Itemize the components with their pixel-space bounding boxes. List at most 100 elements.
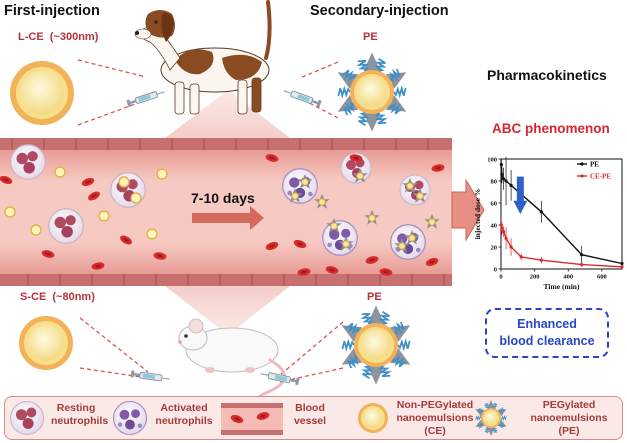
enhanced-line-2: blood clearance bbox=[499, 334, 595, 348]
data-point-CE-PE bbox=[620, 265, 624, 269]
plot-frame bbox=[500, 158, 623, 270]
legend-vessel-1: Blood bbox=[295, 402, 325, 414]
resting-neutrophil bbox=[10, 144, 46, 180]
non-pegylated-icon bbox=[358, 403, 388, 433]
data-point-PE bbox=[499, 162, 503, 167]
resting-neutrophil-icon bbox=[9, 400, 45, 436]
blood-vessel-icon bbox=[221, 403, 283, 435]
syringe-icon-2 bbox=[282, 86, 323, 108]
legend-nonpeg-2: nanoemulsions bbox=[396, 412, 474, 424]
pe-nanoemulsion-top bbox=[337, 52, 407, 132]
data-point-PE bbox=[500, 172, 504, 176]
non-pegylated-nanoemulsion bbox=[54, 166, 66, 178]
y-tick-label: 60 bbox=[491, 201, 498, 208]
pharmacokinetics-title: Pharmacokinetics bbox=[487, 67, 607, 83]
activated-neutrophil bbox=[282, 168, 318, 204]
data-point-PE bbox=[504, 179, 508, 183]
legend-marker bbox=[580, 162, 584, 166]
pe-bottom-label: PE bbox=[367, 291, 382, 303]
first-injection-heading: First-injection bbox=[4, 3, 100, 19]
legend-vessel-2: vessel bbox=[293, 415, 327, 427]
legend-box: Resting neutrophils Activated neutrophil… bbox=[4, 396, 623, 440]
pe-top-label: PE bbox=[363, 31, 378, 43]
non-pegylated-nanoemulsion bbox=[146, 228, 158, 240]
sce-nanoemulsion bbox=[19, 316, 73, 370]
connector-down bbox=[165, 286, 290, 335]
resting-neutrophil bbox=[110, 172, 146, 208]
data-point-CE-PE bbox=[504, 236, 508, 240]
activated-neutrophil bbox=[322, 220, 358, 256]
data-point-PE bbox=[620, 261, 624, 266]
sce-label: S-CE (~80nm) bbox=[20, 291, 95, 303]
legend-marker bbox=[580, 174, 584, 178]
data-point-CE-PE bbox=[509, 245, 513, 249]
non-pegylated-nanoemulsion bbox=[4, 206, 16, 218]
peg-corona bbox=[337, 52, 407, 132]
secondary-injection-heading: Secondary-injection bbox=[310, 3, 449, 19]
syringe-icon-1 bbox=[125, 87, 167, 108]
legend-icons bbox=[9, 400, 507, 436]
legend-nonpeg-3: (CE) bbox=[424, 425, 446, 437]
legend-label-CE-PE: CE-PE bbox=[590, 173, 611, 181]
y-tick-label: 80 bbox=[491, 179, 498, 186]
interval-arrow bbox=[192, 206, 264, 230]
x-tick-label: 0 bbox=[499, 274, 502, 281]
non-pegylated-nanoemulsion bbox=[98, 210, 110, 222]
legend-resting-1: Resting bbox=[56, 402, 96, 414]
lce-nanoemulsion bbox=[10, 61, 74, 125]
data-point-CE-PE bbox=[519, 255, 523, 259]
enhanced-line-1: Enhanced bbox=[517, 317, 577, 331]
y-tick-label: 0 bbox=[494, 267, 497, 274]
pegylated-icon bbox=[475, 400, 507, 436]
vessel-exit-arrow bbox=[451, 178, 485, 242]
legend-peg-2: nanoemulsions bbox=[530, 412, 608, 424]
series-line-CE-PE bbox=[500, 224, 623, 268]
activated-neutrophil-icon bbox=[112, 400, 148, 436]
mouse-illustration bbox=[178, 318, 286, 410]
dog-illustration bbox=[134, 0, 272, 115]
decrease-arrow bbox=[513, 176, 528, 214]
data-point-PE bbox=[509, 183, 513, 187]
x-tick-label: 600 bbox=[597, 274, 607, 281]
resting-neutrophil bbox=[399, 174, 431, 206]
non-pegylated-nanoemulsion bbox=[156, 168, 168, 180]
non-pegylated-nanoemulsion bbox=[30, 224, 42, 236]
legend-activated-2: neutrophils bbox=[155, 415, 213, 427]
pe-nanoemulsion-bottom bbox=[341, 305, 411, 385]
enhanced-clearance-box: Enhanced blood clearance bbox=[485, 308, 609, 358]
x-tick-label: 200 bbox=[530, 274, 540, 281]
legend-peg-3: (PE) bbox=[558, 425, 580, 437]
data-point-PE bbox=[580, 253, 584, 257]
syringe-icon-4 bbox=[259, 369, 301, 386]
peg-corona bbox=[341, 305, 411, 385]
legend-peg-1: PEGylated bbox=[542, 399, 596, 411]
data-point-CE-PE bbox=[539, 258, 543, 262]
legend-label-PE: PE bbox=[590, 161, 599, 169]
x-axis-label: Time (min) bbox=[544, 282, 580, 291]
resting-neutrophil bbox=[48, 208, 84, 244]
legend-nonpeg-1: Non-PEGylated bbox=[396, 399, 474, 411]
abc-phenomenon-label: ABC phenomenon bbox=[492, 121, 610, 136]
y-axis-label: injected dose % bbox=[473, 189, 482, 240]
peg-corona bbox=[475, 400, 507, 436]
non-pegylated-nanoemulsion bbox=[130, 192, 142, 204]
y-tick-label: 40 bbox=[491, 223, 498, 230]
x-tick-label: 400 bbox=[563, 274, 573, 281]
legend-resting-2: neutrophils bbox=[51, 415, 109, 427]
y-tick-label: 100 bbox=[487, 157, 497, 164]
data-point-PE bbox=[501, 177, 506, 181]
interval-label: 7-10 days bbox=[191, 190, 255, 206]
y-tick-label: 20 bbox=[491, 245, 498, 252]
data-point-CE-PE bbox=[499, 223, 503, 227]
non-pegylated-nanoemulsion bbox=[118, 176, 130, 188]
data-point-PE bbox=[539, 210, 543, 214]
injection-lines-bottom bbox=[79, 317, 344, 383]
connector-up bbox=[165, 90, 290, 138]
lce-label: L-CE (~300nm) bbox=[18, 31, 99, 43]
data-point-CE-PE bbox=[500, 226, 504, 230]
data-point-CE-PE bbox=[580, 263, 584, 267]
legend-activated-1: Activated bbox=[160, 402, 208, 414]
